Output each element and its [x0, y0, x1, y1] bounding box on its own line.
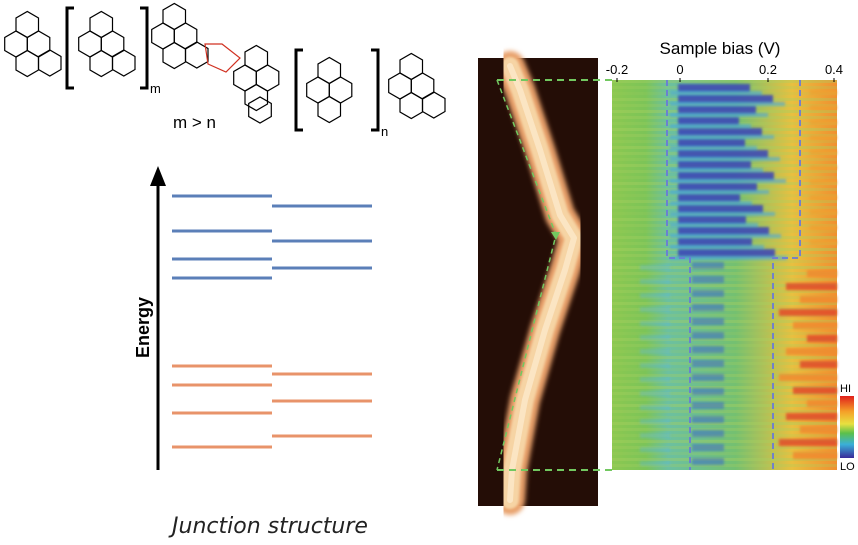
stm-topography-image	[478, 51, 598, 515]
benzene-ring	[317, 56, 342, 85]
energy-axis	[150, 166, 166, 470]
m-subscript: m	[150, 81, 161, 96]
n-subscript: n	[381, 124, 388, 139]
m-greater-n-label: m > n	[173, 113, 216, 132]
didv-map	[612, 80, 837, 470]
benzene-ring	[399, 52, 424, 81]
colorbar-hi-label: HI	[840, 383, 851, 395]
colorbar: HI LO	[840, 383, 855, 473]
benzene-ring	[37, 49, 62, 77]
benzene-ring	[248, 96, 272, 124]
ring-bracket-left-m	[65, 6, 149, 90]
benzene-ring	[244, 44, 269, 73]
map-ticks: -0.2 0 0.2 0.4	[606, 62, 843, 82]
colorbar-lo-label: LO	[840, 461, 855, 473]
benzene-ring	[162, 41, 187, 70]
upper-energy-levels	[172, 194, 372, 280]
right-band-boundary	[772, 80, 801, 470]
molecule-structure	[4, 2, 446, 124]
benzene-ring	[89, 49, 114, 78]
benzene-ring	[244, 83, 269, 112]
benzene-ring	[89, 10, 114, 39]
benzene-ring	[317, 95, 342, 124]
benzene-ring	[162, 2, 187, 31]
map-tick-label: -0.2	[606, 62, 628, 77]
benzene-ring	[421, 91, 446, 119]
lower-energy-levels	[172, 364, 372, 449]
benzene-ring	[15, 49, 40, 78]
diagram-caption: Junction structure	[168, 514, 368, 539]
benzene-ring	[399, 91, 424, 120]
benzene-ring	[111, 49, 136, 77]
benzene-ring	[15, 10, 40, 39]
benzene-ring	[184, 41, 209, 69]
energy-axis-label: Energy	[133, 297, 153, 358]
map-tick-label: 0	[676, 62, 683, 77]
map-tick-label: 0.4	[825, 62, 843, 77]
map-tick-label: 0.2	[759, 62, 777, 77]
ring-bracket-right-n	[294, 48, 380, 132]
map-x-axis-label: Sample bias (V)	[660, 39, 781, 58]
